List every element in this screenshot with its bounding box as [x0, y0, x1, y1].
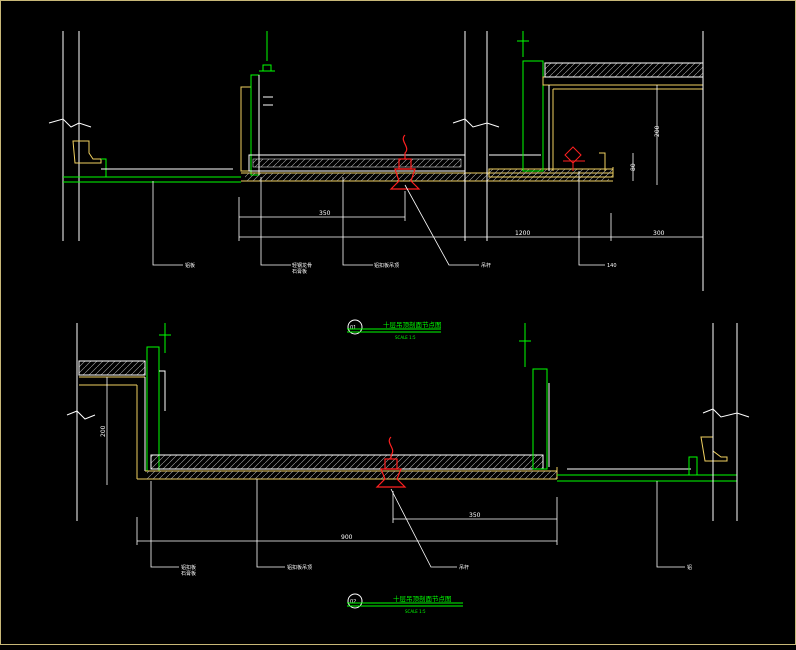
- top-title: 十层吊顶剖面节点图: [383, 320, 442, 329]
- bottom-leader-label-1b: 石膏板: [181, 570, 196, 577]
- bottom-title-block: 02 十层吊顶剖面节点图 SCALE 1:5: [347, 593, 463, 614]
- bottom-detail: 200 350 900 铝扣板 石膏板 铝扣板吊顶 吊杆 铝 02 十层吊顶剖面…: [66, 323, 750, 614]
- bottom-dim-350: 350: [469, 512, 481, 519]
- top-left-panel-assembly: [240, 31, 613, 182]
- top-detail: 350 1200 300 200 80 铝板 轻钢龙骨 石膏板 铝扣板吊顶 吊杆…: [48, 31, 704, 340]
- top-right-assembly: [488, 31, 704, 291]
- bottom-leader-label-4: 铝: [687, 564, 692, 571]
- top-dim-80: 80: [630, 163, 637, 171]
- top-dim-200: 200: [654, 125, 661, 137]
- top-leader-label-3: 铝扣板吊顶: [374, 262, 399, 269]
- top-hanger: [389, 134, 421, 190]
- top-leader-label-5: 140: [607, 263, 617, 269]
- top-leader-label-2a: 轻钢龙骨: [292, 262, 312, 269]
- bottom-title: 十层吊顶剖面节点图: [393, 594, 452, 603]
- top-title-block: 01 十层吊顶剖面节点图 SCALE 1:5: [347, 319, 442, 340]
- bottom-dimensions: [106, 377, 558, 545]
- top-middle-wall: [452, 31, 500, 241]
- top-dimensions: [238, 85, 703, 241]
- bottom-left-panel: [146, 323, 171, 472]
- top-left-wall: [48, 31, 92, 241]
- bottom-leader-label-1a: 铝扣板: [181, 564, 196, 571]
- bottom-leader-label-2: 铝扣板吊顶: [287, 564, 312, 571]
- top-scale: SCALE 1:5: [395, 335, 416, 340]
- bottom-right-floor: [557, 323, 750, 521]
- top-dim-1200: 1200: [515, 230, 530, 237]
- bottom-dim-200: 200: [100, 425, 107, 437]
- bottom-hanger: [375, 436, 407, 488]
- top-leader-label-4: 吊杆: [481, 262, 491, 269]
- bottom-left-wall: [66, 323, 146, 521]
- bottom-title-marker: 02: [350, 599, 356, 605]
- bottom-scale: SCALE 1:5: [405, 609, 426, 614]
- top-right-hanger: [563, 146, 585, 171]
- bottom-right-panel: [519, 323, 558, 479]
- top-leader-label-1: 铝板: [185, 262, 195, 269]
- bottom-leader-label-3: 吊杆: [459, 564, 469, 571]
- bottom-dim-900: 900: [341, 534, 353, 541]
- top-dim-350: 350: [319, 210, 331, 217]
- top-leaders: [152, 171, 605, 266]
- bottom-ceiling: [137, 454, 557, 480]
- top-left-sill: [63, 140, 241, 183]
- top-title-marker: 01: [350, 325, 356, 331]
- bottom-leaders: [150, 479, 685, 568]
- top-dim-300: 300: [653, 230, 665, 237]
- top-leader-label-2b: 石膏板: [292, 268, 307, 275]
